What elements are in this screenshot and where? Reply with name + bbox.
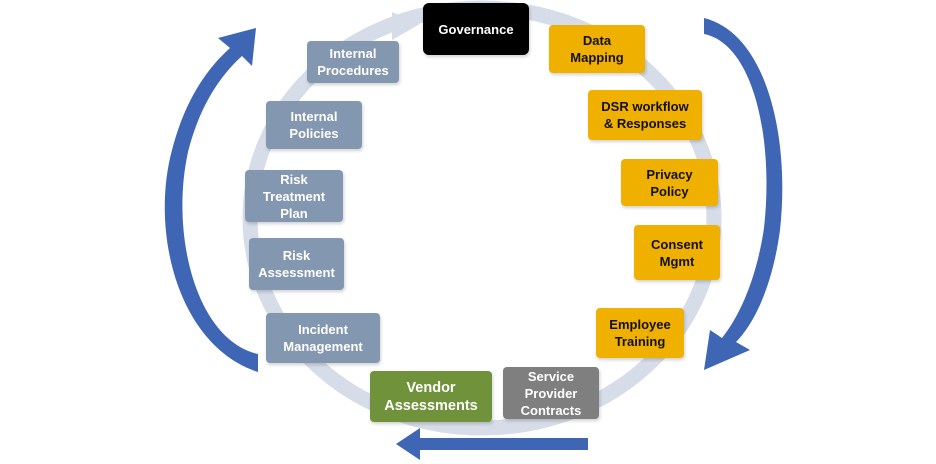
- vendor-assessments-box: Vendor Assessments: [370, 371, 492, 422]
- privacy-policy-box: Privacy Policy: [621, 159, 718, 206]
- incident-management-box: Incident Management: [266, 313, 380, 363]
- left-curved-arrow: [164, 28, 258, 372]
- consent-mgmt-box: Consent Mgmt: [634, 225, 720, 280]
- service-provider-contracts-box: Service Provider Contracts: [503, 367, 599, 419]
- internal-policies-box: Internal Policies: [266, 101, 362, 149]
- risk-assessment-box: Risk Assessment: [249, 238, 344, 290]
- governance-box: Governance: [423, 3, 529, 55]
- internal-procedures-box: Internal Procedures: [307, 41, 399, 83]
- data-mapping-box: Data Mapping: [549, 25, 645, 73]
- dsr-workflow-box: DSR workflow & Responses: [588, 90, 702, 140]
- ring-arrowhead: [392, 12, 420, 40]
- bottom-left-arrow: [396, 428, 588, 460]
- right-curved-arrow: [704, 18, 783, 370]
- employee-training-box: Employee Training: [596, 308, 684, 358]
- risk-treatment-plan-box: Risk Treatment Plan: [245, 170, 343, 222]
